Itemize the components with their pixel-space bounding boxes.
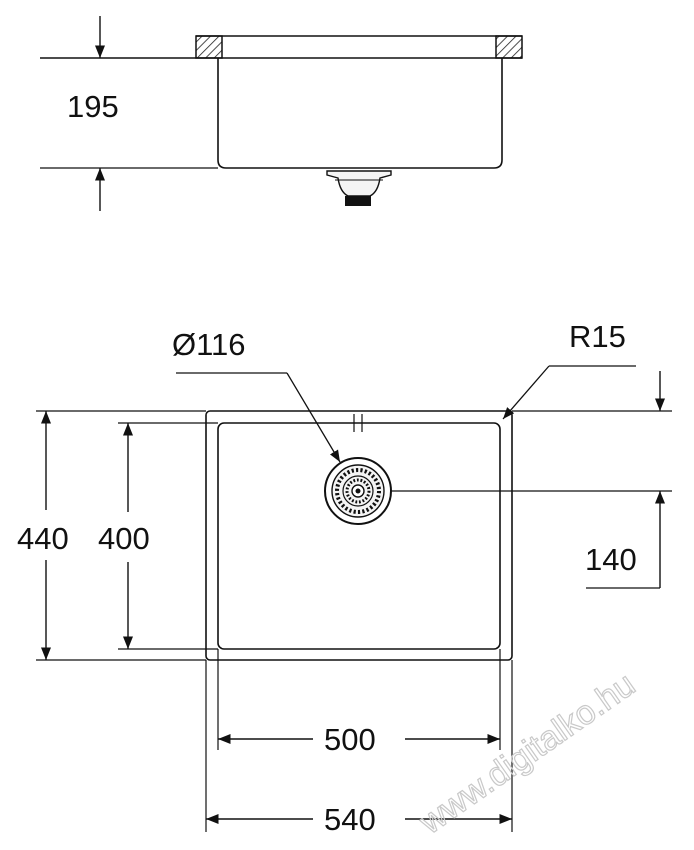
countertop-right-hatch	[495, 35, 523, 59]
watermark-text: www.digitalko.hu	[412, 665, 642, 842]
outer-width-label: 540	[324, 802, 376, 837]
sink-bowl-profile	[217, 58, 503, 169]
drain-diameter-label: Ø116	[172, 327, 246, 362]
outer-depth-label: 440	[17, 521, 69, 556]
drain-fitting-side	[326, 170, 392, 197]
drain-offset-label: 140	[585, 542, 637, 577]
drain-diameter-leader-arrow	[286, 372, 341, 463]
drain-strainer-icon	[324, 457, 392, 525]
side-view: 195	[40, 16, 523, 211]
corner-radius-label: R15	[569, 319, 626, 354]
drain-pipe-side	[345, 196, 371, 206]
inner-depth-label: 400	[98, 521, 150, 556]
top-view: Ø116 R15 440 400 140 500	[17, 319, 672, 837]
sink-outer-outline	[205, 410, 513, 661]
inner-width-label: 500	[324, 722, 376, 757]
corner-radius-leader-arrow	[502, 365, 550, 420]
height-label: 195	[67, 89, 119, 124]
sink-inner-bowl	[217, 422, 501, 650]
countertop-left-hatch	[195, 35, 223, 59]
